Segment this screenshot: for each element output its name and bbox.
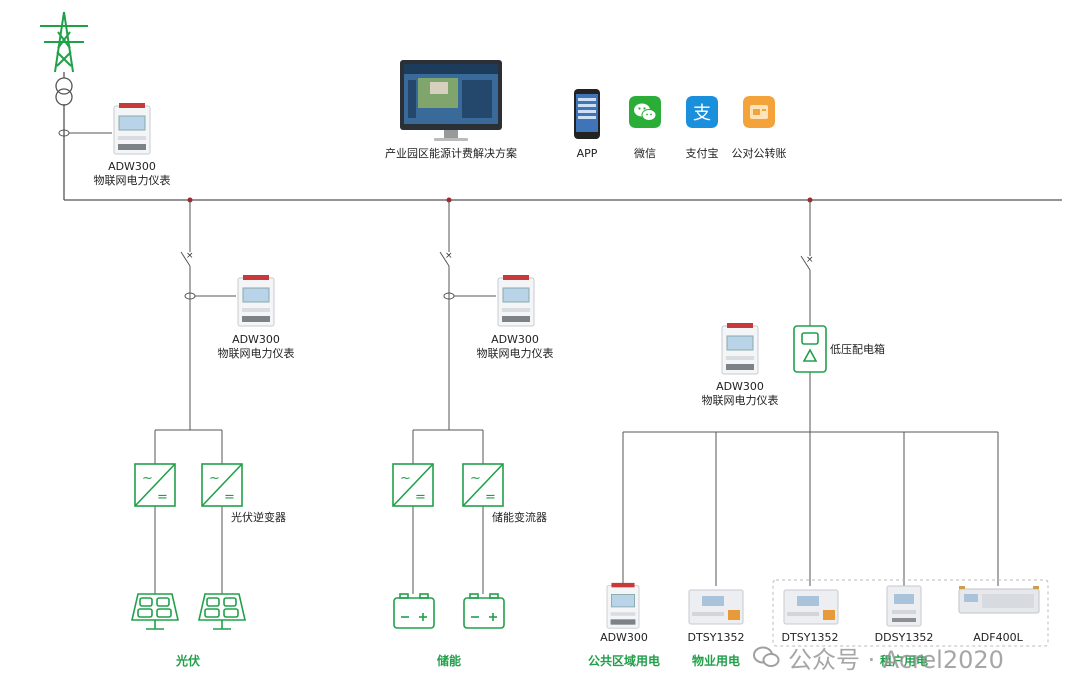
power-meter-icon	[237, 275, 275, 327]
svg-text:~: ~	[400, 471, 411, 486]
app-label: APP	[576, 147, 598, 160]
converter-icon: ~ =	[392, 463, 434, 507]
meter-desc-label: 物联网电力仪表	[93, 174, 171, 187]
svg-text:=: =	[224, 490, 235, 505]
svg-text:×: ×	[806, 255, 814, 265]
load-meter-model: ADW300	[600, 631, 648, 644]
load-meter-model: DTSY1352	[687, 631, 745, 644]
wechat-label: 微信	[634, 147, 656, 160]
svg-text:支: 支	[693, 103, 711, 124]
power-meter-icon	[497, 275, 535, 327]
bank-transfer-icon	[743, 96, 775, 128]
power-meter-icon	[721, 323, 759, 375]
inverter-label: 光伏逆变器	[231, 511, 286, 524]
breaker-icon	[180, 251, 191, 267]
tenant-group-box	[772, 579, 1049, 647]
solar-panel-icon	[130, 593, 180, 630]
power-meter-icon	[606, 582, 640, 629]
breaker-icon	[439, 251, 450, 267]
watermark: 公众号 · Acrel2020	[752, 640, 1004, 674]
battery-icon	[393, 593, 435, 629]
distribution-box-icon	[793, 325, 827, 373]
solar-panel-icon	[197, 593, 247, 630]
bank-transfer-label: 公对公转账	[731, 147, 787, 160]
pv-category-label: 光伏	[175, 654, 201, 668]
wechat-icon	[753, 646, 780, 667]
platform-label: 产业园区能源计费解决方案	[385, 147, 517, 160]
storage-category-label: 储能	[436, 654, 462, 668]
svg-text:~: ~	[470, 471, 481, 486]
svg-text:=: =	[485, 490, 496, 505]
meter-desc-label: 物联网电力仪表	[217, 347, 295, 360]
load-meter-model: DTSY1352	[781, 631, 839, 644]
svg-text:×: ×	[186, 251, 194, 261]
public-area-label: 公共区域用电	[587, 654, 661, 668]
inverter-icon: ~ =	[134, 463, 176, 507]
transmission-tower-icon	[40, 11, 88, 73]
meter-desc-label: 物联网电力仪表	[476, 347, 554, 360]
din-rail-meter-icon	[783, 589, 839, 625]
svg-text:=: =	[415, 490, 426, 505]
svg-text:=: =	[157, 490, 168, 505]
alipay-label: 支付宝	[685, 147, 719, 160]
meter-model-label: ADW300	[491, 333, 539, 346]
load-meter-model: ADF400L	[973, 631, 1023, 644]
power-meter-icon	[113, 103, 151, 155]
converter-icon: ~ =	[462, 463, 504, 507]
transformer-icon	[55, 72, 73, 106]
smartphone-icon	[574, 89, 600, 139]
multi-circuit-meter-icon	[958, 586, 1040, 614]
monitor-icon	[400, 60, 502, 141]
watermark-text: 公众号 · Acrel2020	[788, 645, 1004, 674]
breaker-icon	[800, 255, 811, 271]
svg-text:~: ~	[209, 471, 220, 486]
converter-label: 储能变流器	[492, 511, 547, 524]
wechat-icon	[629, 96, 661, 128]
alipay-icon: 支	[686, 96, 718, 128]
meter-model-label: ADW300	[232, 333, 280, 346]
meter-model-label: ADW300	[716, 380, 764, 393]
svg-text:×: ×	[445, 251, 453, 261]
load-meter-model: DDSY1352	[874, 631, 934, 644]
din-rail-meter-icon	[886, 585, 922, 627]
meter-desc-label: 物联网电力仪表	[701, 394, 779, 407]
inverter-icon: ~ =	[201, 463, 243, 507]
property-label: 物业用电	[691, 654, 741, 668]
meter-model-label: ADW300	[108, 160, 156, 173]
battery-icon	[463, 593, 505, 629]
din-rail-meter-icon	[688, 589, 744, 625]
svg-text:~: ~	[142, 471, 153, 486]
distribution-box-label: 低压配电箱	[830, 343, 885, 356]
tenant-label: 租户用电	[879, 654, 929, 668]
